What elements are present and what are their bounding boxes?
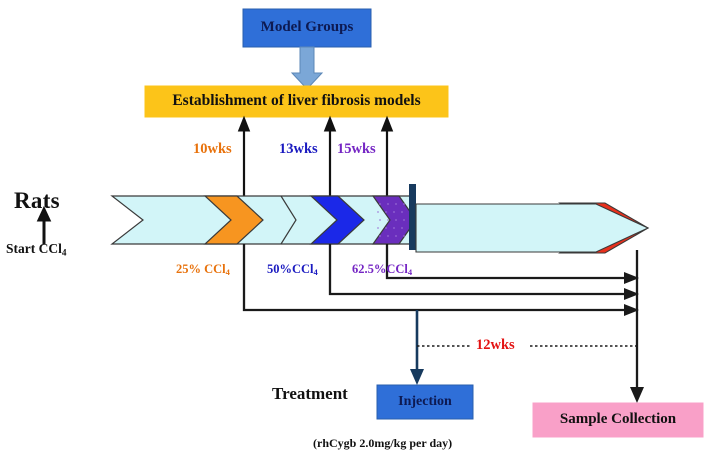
dose-routing-lines <box>242 244 628 312</box>
purple-chevron <box>371 195 417 245</box>
timepoint-arrow-13wks <box>323 115 337 197</box>
route-62pct <box>385 244 628 280</box>
establishment-box[interactable] <box>144 85 449 118</box>
dose-62pct-subscript: 4 <box>407 267 413 278</box>
start-ccl4-text: Start CCl <box>6 241 62 256</box>
dose-62pct-text: 62.5%CCl <box>352 262 408 276</box>
blue-chevron <box>309 195 365 245</box>
injection-box[interactable] <box>376 384 474 420</box>
dose-note-label: (rhCygb 2.0mg/kg per day) <box>313 436 453 450</box>
timepoint-label-15wks: 15wks <box>337 141 376 157</box>
model-groups-to-establishment-arrow <box>290 46 324 90</box>
timepoint-label-12wks: 12wks <box>476 337 515 353</box>
establishment-label: Establishment of liver fibrosis models <box>172 92 421 110</box>
timepoint-label-10wks: 10wks <box>193 141 232 157</box>
treatment-phase-bar <box>415 202 650 254</box>
treatment-bar-body <box>415 203 650 253</box>
orange-chevron <box>203 195 264 245</box>
dose-route-arrowheads <box>624 272 639 316</box>
sample-collection-box[interactable] <box>532 402 704 438</box>
dose-label-50pct: 50%CCl4 <box>267 263 318 277</box>
timepoint-arrow-10wks <box>237 115 251 197</box>
injection-label: Injection <box>398 393 452 409</box>
start-ccl4-label: Start CCl4 <box>6 242 66 257</box>
dose-50pct-subscript: 4 <box>313 267 318 278</box>
dose-label-25pct: 25% CCl4 <box>176 263 230 277</box>
timepoint-label-13wks: 13wks <box>279 141 318 157</box>
route-50pct <box>328 244 628 296</box>
rats-label: Rats <box>14 188 60 213</box>
dose-25pct-text: 25% CCl <box>176 262 226 276</box>
model-groups-label: Model Groups <box>260 19 354 36</box>
dose-25pct-subscript: 4 <box>225 267 230 278</box>
route-25pct <box>242 244 628 312</box>
start-ccl4-subscript: 4 <box>61 247 67 258</box>
phase-separator-bar <box>409 184 416 250</box>
sample-collection-label: Sample Collection <box>559 411 677 428</box>
dose-50pct-text: 50%CCl <box>267 262 314 276</box>
rats-start-arrow <box>36 205 52 244</box>
dose-label-62pct: 62.5%CCl4 <box>352 263 412 277</box>
treatment-label: Treatment <box>272 384 348 403</box>
injection-arrow <box>410 310 424 385</box>
thin-chevron-divider <box>280 195 297 245</box>
timepoint-arrow-15wks <box>380 115 394 197</box>
timeline-chevron-band <box>110 195 417 245</box>
model-groups-box[interactable] <box>242 8 372 48</box>
sample-collection-arrow <box>630 250 644 403</box>
